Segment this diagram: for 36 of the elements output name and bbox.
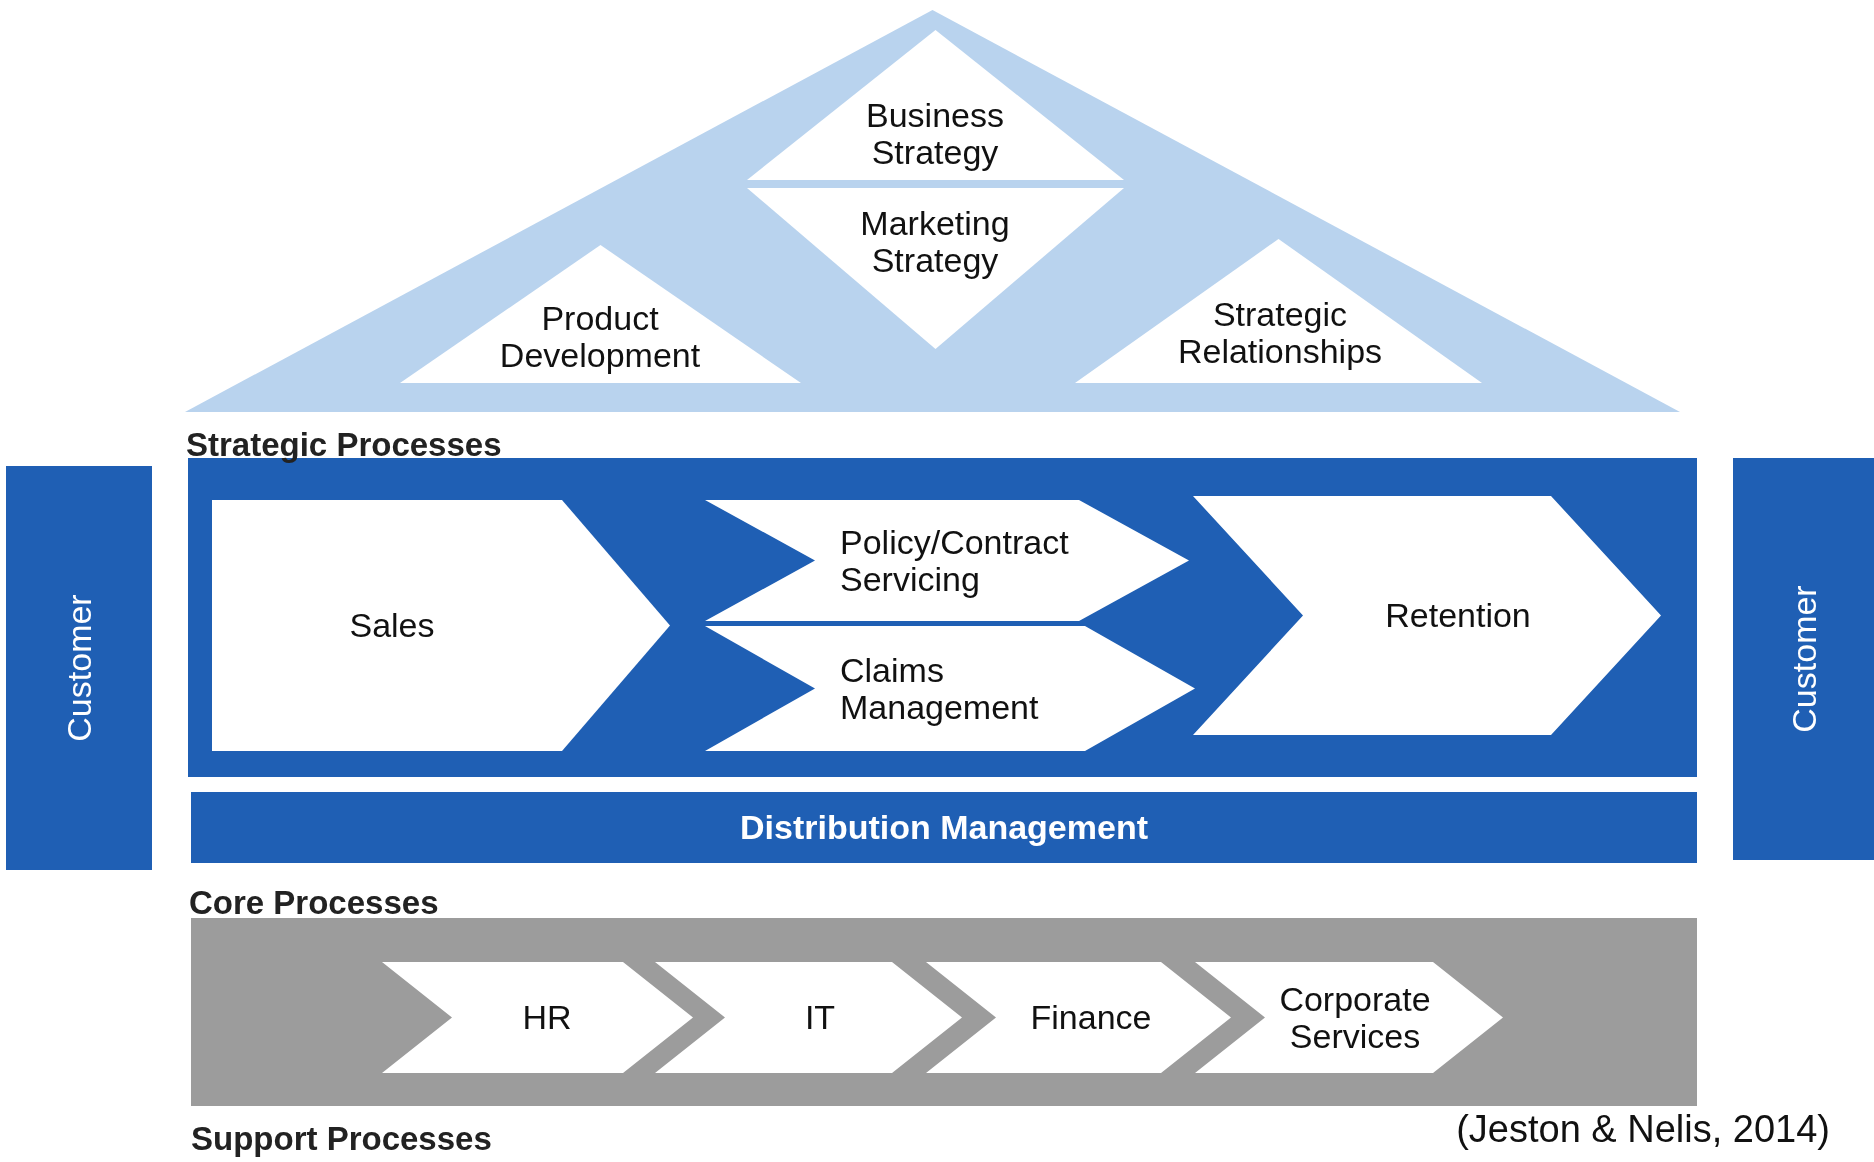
- process-label: Strategic Relationships: [1176, 294, 1384, 372]
- process-label: Customer: [60, 594, 98, 742]
- chevron-shape: [382, 962, 693, 1073]
- process-bar: [191, 792, 1697, 863]
- process-label: Claims Management: [840, 649, 1040, 728]
- chevron-shape: [705, 626, 1195, 751]
- process-label: Product Development: [498, 298, 702, 376]
- process-label: Customer: [1785, 585, 1822, 733]
- process-label: Corporate Services: [1278, 978, 1432, 1057]
- process-label: Retention: [1384, 595, 1532, 637]
- chevron-shape: [705, 500, 1189, 621]
- side-bar: [1733, 458, 1874, 860]
- chevron-shape: [1193, 496, 1661, 735]
- chevron-shape: [1195, 962, 1503, 1073]
- roof-shape: [185, 10, 1680, 412]
- triangle-shape: [1075, 239, 1482, 383]
- section-heading: Strategic Processes: [186, 426, 502, 464]
- process-label: Finance: [1029, 997, 1153, 1039]
- process-panel: [191, 918, 1697, 1106]
- process-label: Business Strategy: [865, 95, 1005, 173]
- citation: (Jeston & Nelis, 2014): [1456, 1108, 1830, 1151]
- triangle-shape: [400, 245, 801, 383]
- process-label: IT: [803, 997, 837, 1039]
- triangle-shape: [747, 30, 1124, 180]
- side-bar: [6, 466, 152, 870]
- process-label: Distribution Management: [739, 807, 1149, 849]
- chevron-shape: [212, 500, 670, 751]
- chevron-shape: [926, 962, 1231, 1073]
- section-heading: Support Processes: [191, 1120, 492, 1158]
- process-label: HR: [521, 997, 573, 1039]
- chevron-shape: [655, 962, 962, 1073]
- section-heading: Core Processes: [189, 884, 439, 922]
- process-label: Marketing Strategy: [859, 203, 1011, 281]
- process-label: Policy/Contract Servicing: [840, 521, 1070, 600]
- triangle-shape: [747, 188, 1124, 349]
- process-label: Sales: [348, 605, 436, 647]
